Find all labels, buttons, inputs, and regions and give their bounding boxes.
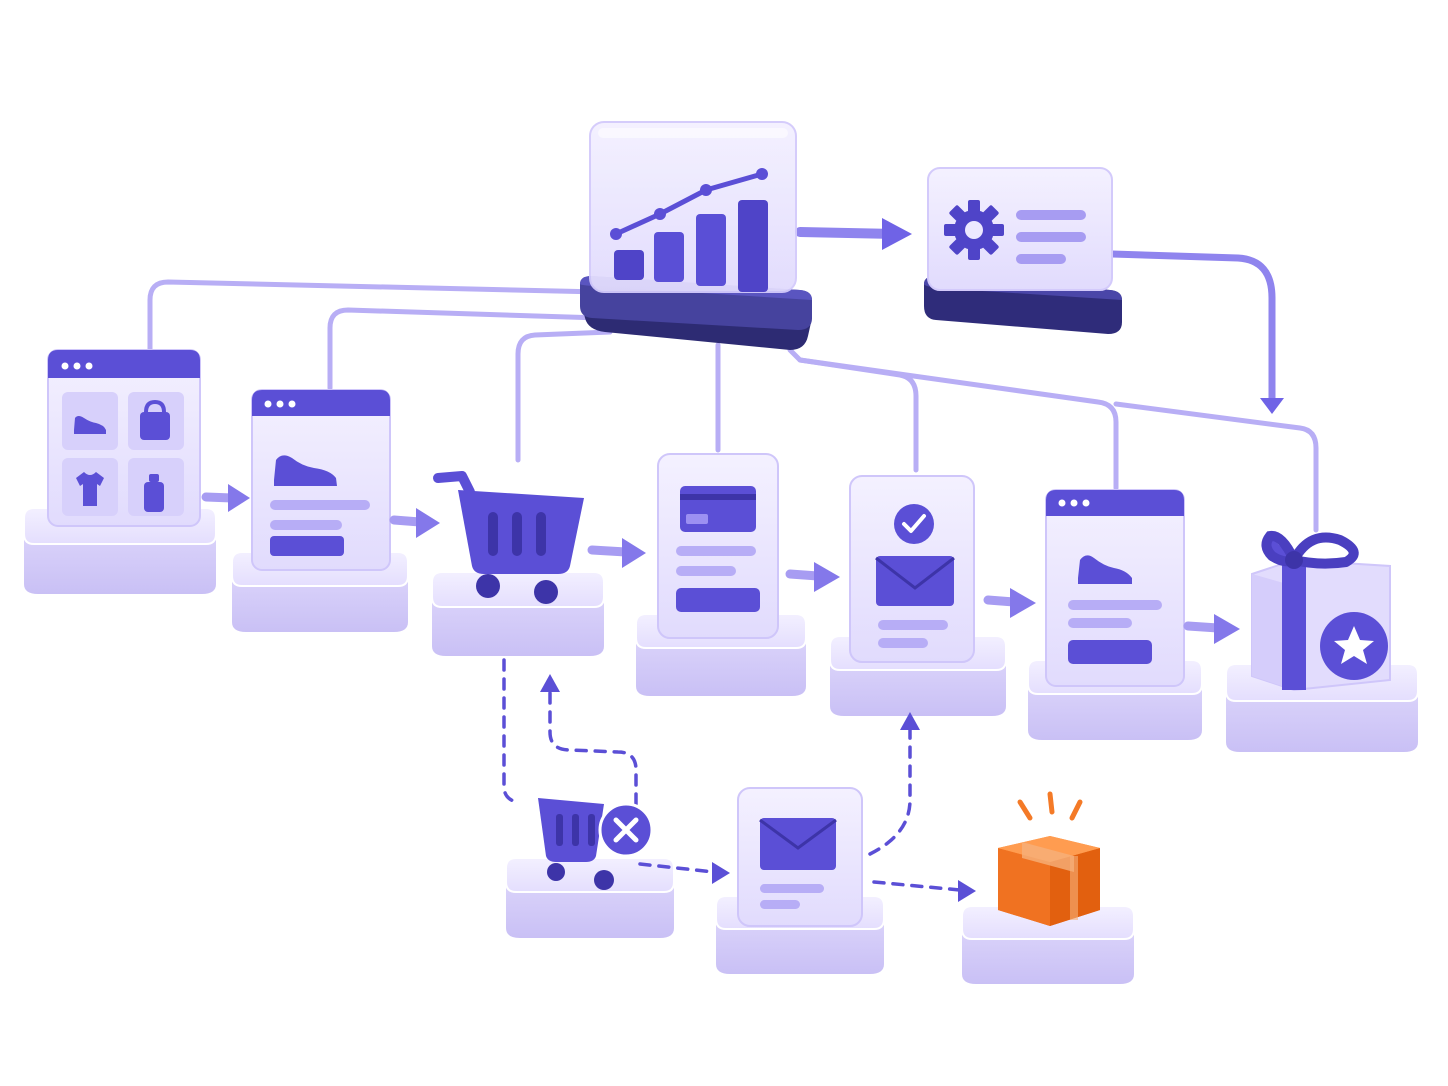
dashed-abandoned-to-email — [638, 862, 716, 874]
credit-card-icon — [680, 486, 756, 532]
recovery-reminder-email — [737, 787, 863, 927]
shopping-cart-icon — [433, 471, 584, 604]
bag-icon — [140, 399, 170, 440]
settings-node — [924, 167, 1122, 334]
gear-icon — [944, 200, 1004, 260]
bar-chart-with-trend-line-icon — [610, 168, 768, 292]
shoe-icon — [274, 455, 337, 486]
step-confirmation — [849, 475, 975, 663]
flow-arrow-1 — [201, 484, 250, 512]
flow-arrow-4 — [785, 562, 840, 592]
dashed-arrow-head-4 — [958, 880, 976, 902]
dashed-email-to-package — [872, 880, 962, 892]
arrow-head-settings-to-reward — [1260, 398, 1284, 414]
connector-product-page — [327, 307, 603, 391]
settings-line-2 — [1016, 232, 1086, 242]
connector-reward — [1113, 401, 1319, 533]
pedestal-abandoned-cart — [505, 857, 675, 938]
check-circle-icon — [894, 504, 934, 544]
pedestal-cart-top — [431, 571, 605, 608]
dashed-cart-to-abandoned — [502, 658, 520, 804]
envelope-icon — [759, 818, 837, 870]
arrow-hub-to-settings — [795, 227, 900, 239]
flow-arrow-3 — [587, 538, 646, 568]
connector-recommendation — [797, 357, 1119, 491]
step-recommendation — [1045, 489, 1185, 687]
pedestal-abandoned-cart-top — [505, 857, 675, 893]
settings-line-1 — [1016, 210, 1086, 220]
flow-arrows — [201, 484, 1240, 644]
package-icon — [998, 836, 1100, 926]
analytics-hub — [580, 121, 812, 350]
step-product-page — [251, 389, 391, 571]
flow-arrow-2 — [389, 508, 440, 538]
settings-line-3 — [1016, 254, 1066, 264]
sparkle-icon — [1017, 791, 1083, 821]
step-cart — [433, 471, 584, 604]
gift-with-star-badge-icon — [1251, 530, 1391, 692]
arrow-head-hub-to-settings — [882, 218, 912, 250]
shoe-icon — [74, 416, 106, 434]
dashed-abandoned-back-to-cart — [548, 688, 638, 806]
pedestal-cart — [431, 571, 605, 656]
dashed-arrow-head-2 — [712, 862, 730, 884]
step-reward — [1251, 530, 1391, 692]
cart-with-x-icon — [538, 798, 654, 890]
hub-connectors — [147, 279, 1319, 533]
bottle-icon — [144, 474, 164, 512]
shoe-icon — [1078, 555, 1132, 584]
arrow-settings-to-reward — [1108, 250, 1276, 404]
flow-arrow-6 — [1183, 614, 1240, 644]
connector-cart — [515, 329, 613, 463]
payment-button — [676, 588, 760, 612]
recommendation-button — [1068, 640, 1152, 664]
recovery-package — [998, 791, 1100, 926]
connector-catalog — [147, 279, 603, 355]
step-payment — [657, 453, 779, 639]
recovery-paths — [502, 658, 962, 892]
flow-arrow-5 — [983, 588, 1036, 618]
recovery-abandoned-cart — [538, 798, 654, 890]
tshirt-icon — [76, 472, 104, 506]
dashed-arrow-head-3 — [900, 712, 920, 730]
dashed-email-to-confirmation — [868, 728, 912, 856]
step-catalog — [47, 349, 201, 527]
product-button — [270, 536, 344, 556]
dashed-arrow-head-1 — [540, 674, 560, 692]
envelope-icon — [875, 556, 955, 606]
